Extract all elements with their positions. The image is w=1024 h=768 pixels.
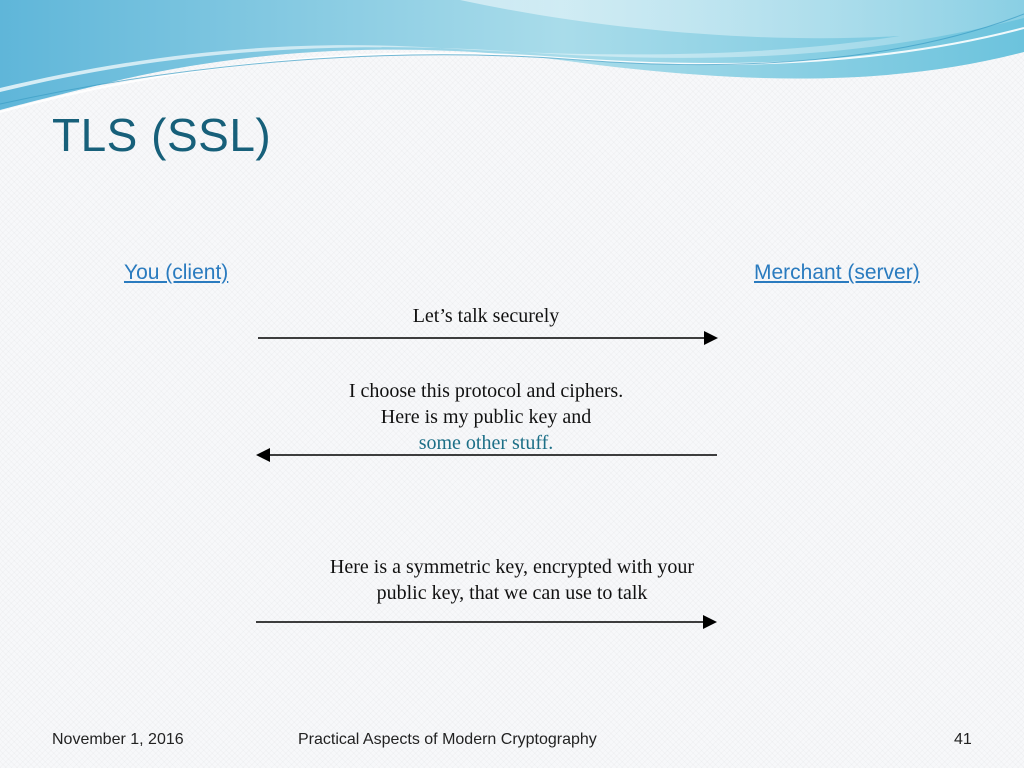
footer-course-title: Practical Aspects of Modern Cryptography xyxy=(298,731,597,748)
footer-date: November 1, 2016 xyxy=(52,731,184,748)
header-wave-decoration xyxy=(0,0,1024,113)
message-2-line-2: Here is my public key and xyxy=(380,406,592,428)
message-1-line-1: Let’s talk securely xyxy=(412,305,560,327)
footer-page-number: 41 xyxy=(954,731,972,748)
client-label-link[interactable]: You (client) xyxy=(124,261,229,284)
message-3: Here is a symmetric key, encrypted with … xyxy=(256,554,768,606)
arrow-client-to-server-2 xyxy=(256,615,717,629)
arrow-client-to-server-1 xyxy=(258,331,718,345)
message-2-line-1: I choose this protocol and ciphers. xyxy=(348,380,624,402)
message-3-line-2: public key, that we can use to talk xyxy=(376,582,648,604)
message-2-highlight: some other stuff. xyxy=(418,432,554,454)
message-3-line-1: Here is a symmetric key, encrypted with … xyxy=(329,556,695,578)
slide-title: TLS (SSL) xyxy=(52,109,272,161)
message-2: I choose this protocol and ciphers. Here… xyxy=(286,378,686,456)
server-label-link[interactable]: Merchant (server) xyxy=(754,261,920,284)
message-1: Let’s talk securely xyxy=(286,303,686,329)
